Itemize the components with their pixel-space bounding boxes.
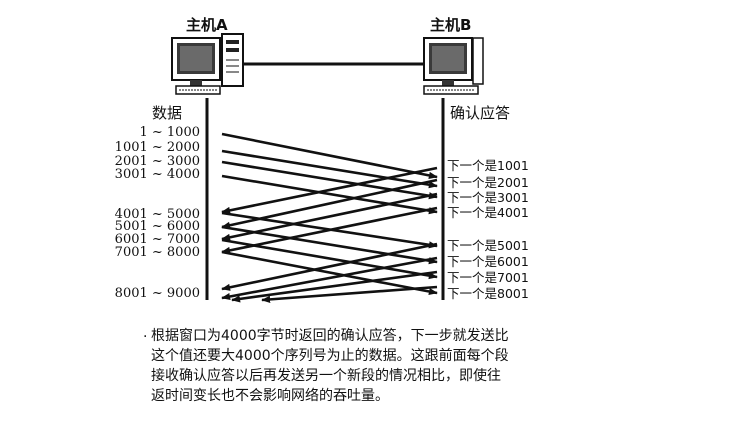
segment-arrow — [221, 174, 438, 215]
ack-label: 下一个是8001 — [447, 286, 529, 301]
segment-label: 2001 ~ 3000 — [114, 154, 200, 169]
segment-arrow — [221, 238, 438, 280]
segment-label: 8001 ~ 9000 — [114, 286, 200, 301]
segment-label: 1 ~ 1000 — [139, 125, 200, 140]
note-line: 返时间变长也不会影响网络的吞吐量。 — [151, 388, 389, 404]
segment-arrow — [221, 225, 438, 265]
computer-a-icon — [171, 33, 244, 95]
ack-label: 下一个是4001 — [447, 205, 529, 220]
ack-arrow — [221, 192, 438, 241]
ack-label: 下一个是1001 — [447, 158, 529, 173]
segment-arrow — [221, 149, 438, 189]
ack-label: 下一个是7001 — [447, 270, 529, 285]
host-a-label: 主机A — [186, 16, 228, 34]
note-line: 这个值还要大4000个序列号为止的数据。这跟前面每个段 — [151, 348, 509, 364]
ack-arrow — [231, 270, 438, 303]
explanatory-note: 根据窗口为4000字节时返回的确认应答，下一步就发送比 这个值还要大4000个序… — [151, 326, 551, 406]
note-line: 根据窗口为4000字节时返回的确认应答，下一步就发送比 — [151, 328, 509, 344]
segment-arrow — [221, 250, 438, 296]
computer-b-icon — [423, 37, 484, 95]
receiver-column-title: 确认应答 — [450, 104, 511, 122]
segment-arrow — [221, 132, 438, 179]
ack-arrow — [221, 178, 438, 229]
ack-arrow — [261, 285, 438, 303]
sender-column-title: 数据 — [152, 104, 183, 122]
ack-label: 下一个是3001 — [447, 190, 529, 205]
ack-label: 下一个是5001 — [447, 238, 529, 253]
segment-label: 3001 ~ 4000 — [114, 167, 200, 182]
segment-label: 4001 ~ 5000 — [114, 207, 200, 222]
ack-arrow — [221, 206, 438, 254]
ack-arrow — [221, 256, 438, 301]
segment-label: 1001 ~ 2000 — [114, 140, 200, 155]
ack-label: 下一个是6001 — [447, 254, 529, 269]
note-line: 接收确认应答以后再发送另一个新段的情况相比，即使往 — [151, 368, 501, 384]
ack-label: 下一个是2001 — [447, 175, 529, 190]
segment-label: 7001 ~ 8000 — [114, 245, 200, 260]
segment-label: 6001 ~ 7000 — [114, 232, 200, 247]
ack-arrow — [221, 242, 438, 291]
segment-label: 5001 ~ 6000 — [114, 219, 200, 234]
ack-arrow — [221, 166, 438, 214]
host-b-label: 主机B — [430, 16, 472, 34]
note-bullet: · — [143, 329, 148, 345]
segment-arrow — [221, 160, 438, 200]
ack-arrows — [221, 166, 438, 303]
